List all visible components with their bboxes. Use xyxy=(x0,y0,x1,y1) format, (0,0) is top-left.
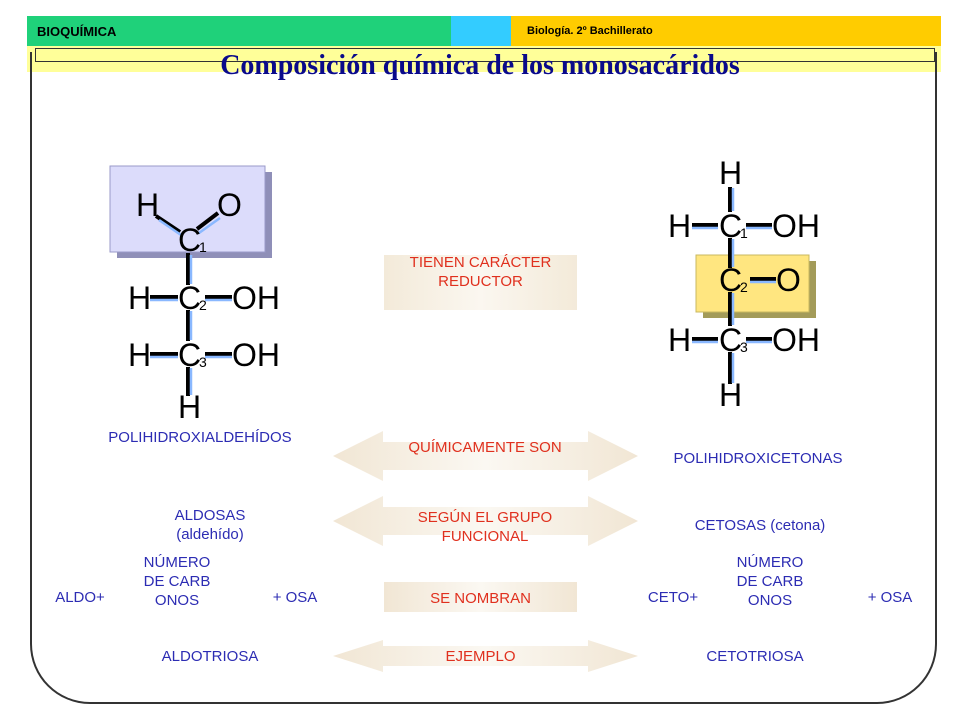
ketone-atom-c1-subscript: 1 xyxy=(740,225,748,241)
ketone-suffix: + OSA xyxy=(867,589,913,606)
aldehyde-atom-c3: C xyxy=(178,337,201,373)
aldehyde-carbonyl-box xyxy=(109,165,266,253)
ketone-group-label: CETOSAS (cetona) xyxy=(694,517,826,534)
naming-text: SE NOMBRAN xyxy=(430,590,531,607)
header-cyan-block xyxy=(451,16,511,46)
ketone-atom-h3: H xyxy=(668,322,691,358)
header-yellow-block xyxy=(511,16,941,46)
ketone-carbonyl-box xyxy=(695,254,810,313)
aldehyde-atom-c3-subscript: 3 xyxy=(199,354,207,370)
ketone-carbon-count: NÚMERO DE CARBONOS xyxy=(736,554,804,609)
reducer-text: TIENEN CARÁCTER REDUCTOR xyxy=(409,254,552,290)
aldehyde-atom-c2: C xyxy=(178,280,201,316)
aldehyde-atom-oh2: OH xyxy=(232,280,280,316)
aldehyde-suffix: + OSA xyxy=(272,589,318,606)
ketone-atom-c2: C xyxy=(719,262,742,298)
reducer-box xyxy=(384,255,577,310)
ketone-atom-c1: C xyxy=(719,208,742,244)
page-title: Composición química de los monosacáridos xyxy=(220,50,740,81)
aldehyde-atom-c1: C xyxy=(178,222,201,258)
header-course: Biología. 2º Bachillerato xyxy=(527,25,653,37)
aldehyde-atom-h-top: H xyxy=(136,187,159,223)
header-green-block xyxy=(27,16,451,46)
title-bar xyxy=(35,48,935,62)
content-frame xyxy=(30,52,937,704)
chem-text: QUÍMICAMENTE SON xyxy=(408,439,562,456)
arrow-example xyxy=(333,640,638,672)
ketone-example: CETOTRIOSA xyxy=(706,648,804,665)
ketone-class-label: POLIHIDROXICETONAS xyxy=(673,450,843,467)
ketone-atom-c3: C xyxy=(719,322,742,358)
aldehyde-atom-h3: H xyxy=(128,337,151,373)
aldehyde-atom-oh3: OH xyxy=(232,337,280,373)
arrow-chemically xyxy=(333,431,638,481)
functional-group-text: SEGÚN EL GRUPO FUNCIONAL xyxy=(417,509,553,545)
arrow-functional-group xyxy=(333,496,638,546)
aldehyde-prefix: ALDO+ xyxy=(55,589,105,606)
aldehyde-atom-o-top: O xyxy=(217,187,242,223)
ketone-atom-o2: O xyxy=(776,262,801,298)
ketone-atom-oh1: OH xyxy=(772,208,820,244)
aldehyde-atom-c2-subscript: 2 xyxy=(199,297,207,313)
ketone-atom-h-bottom: H xyxy=(719,377,742,413)
aldehyde-carbon-count: NÚMERO DE CARBONOS xyxy=(143,554,211,609)
aldehyde-molecule: H O C 1 H C 2 OH H C 3 OH H xyxy=(109,165,280,425)
ketone-atom-oh3: OH xyxy=(772,322,820,358)
aldehyde-example: ALDOTRIOSA xyxy=(161,648,259,665)
aldehyde-atom-c1-subscript: 1 xyxy=(199,239,207,255)
box-naming xyxy=(384,582,577,612)
ketone-atom-c2-subscript: 2 xyxy=(740,279,748,295)
aldehyde-class-label: POLIHIDROXIALDEHÍDOS xyxy=(108,429,292,446)
aldehyde-atom-h-bottom: H xyxy=(178,389,201,425)
ketone-prefix: CETO+ xyxy=(647,589,699,606)
ketone-atom-h-top: H xyxy=(719,155,742,191)
ketone-atom-c3-subscript: 3 xyxy=(740,339,748,355)
aldehyde-group-label: ALDOSAS (aldehído) xyxy=(174,507,246,543)
header-bar: BIOQUÍMICA Biología. 2º Bachillerato xyxy=(27,16,941,46)
example-text: EJEMPLO xyxy=(445,648,516,665)
ketone-molecule: H H C 1 OH C 2 O H C 3 OH H xyxy=(668,155,820,413)
aldehyde-atom-h2: H xyxy=(128,280,151,316)
ketone-atom-h1: H xyxy=(668,208,691,244)
title-strip xyxy=(27,46,941,72)
header-subject: BIOQUÍMICA xyxy=(37,24,117,39)
